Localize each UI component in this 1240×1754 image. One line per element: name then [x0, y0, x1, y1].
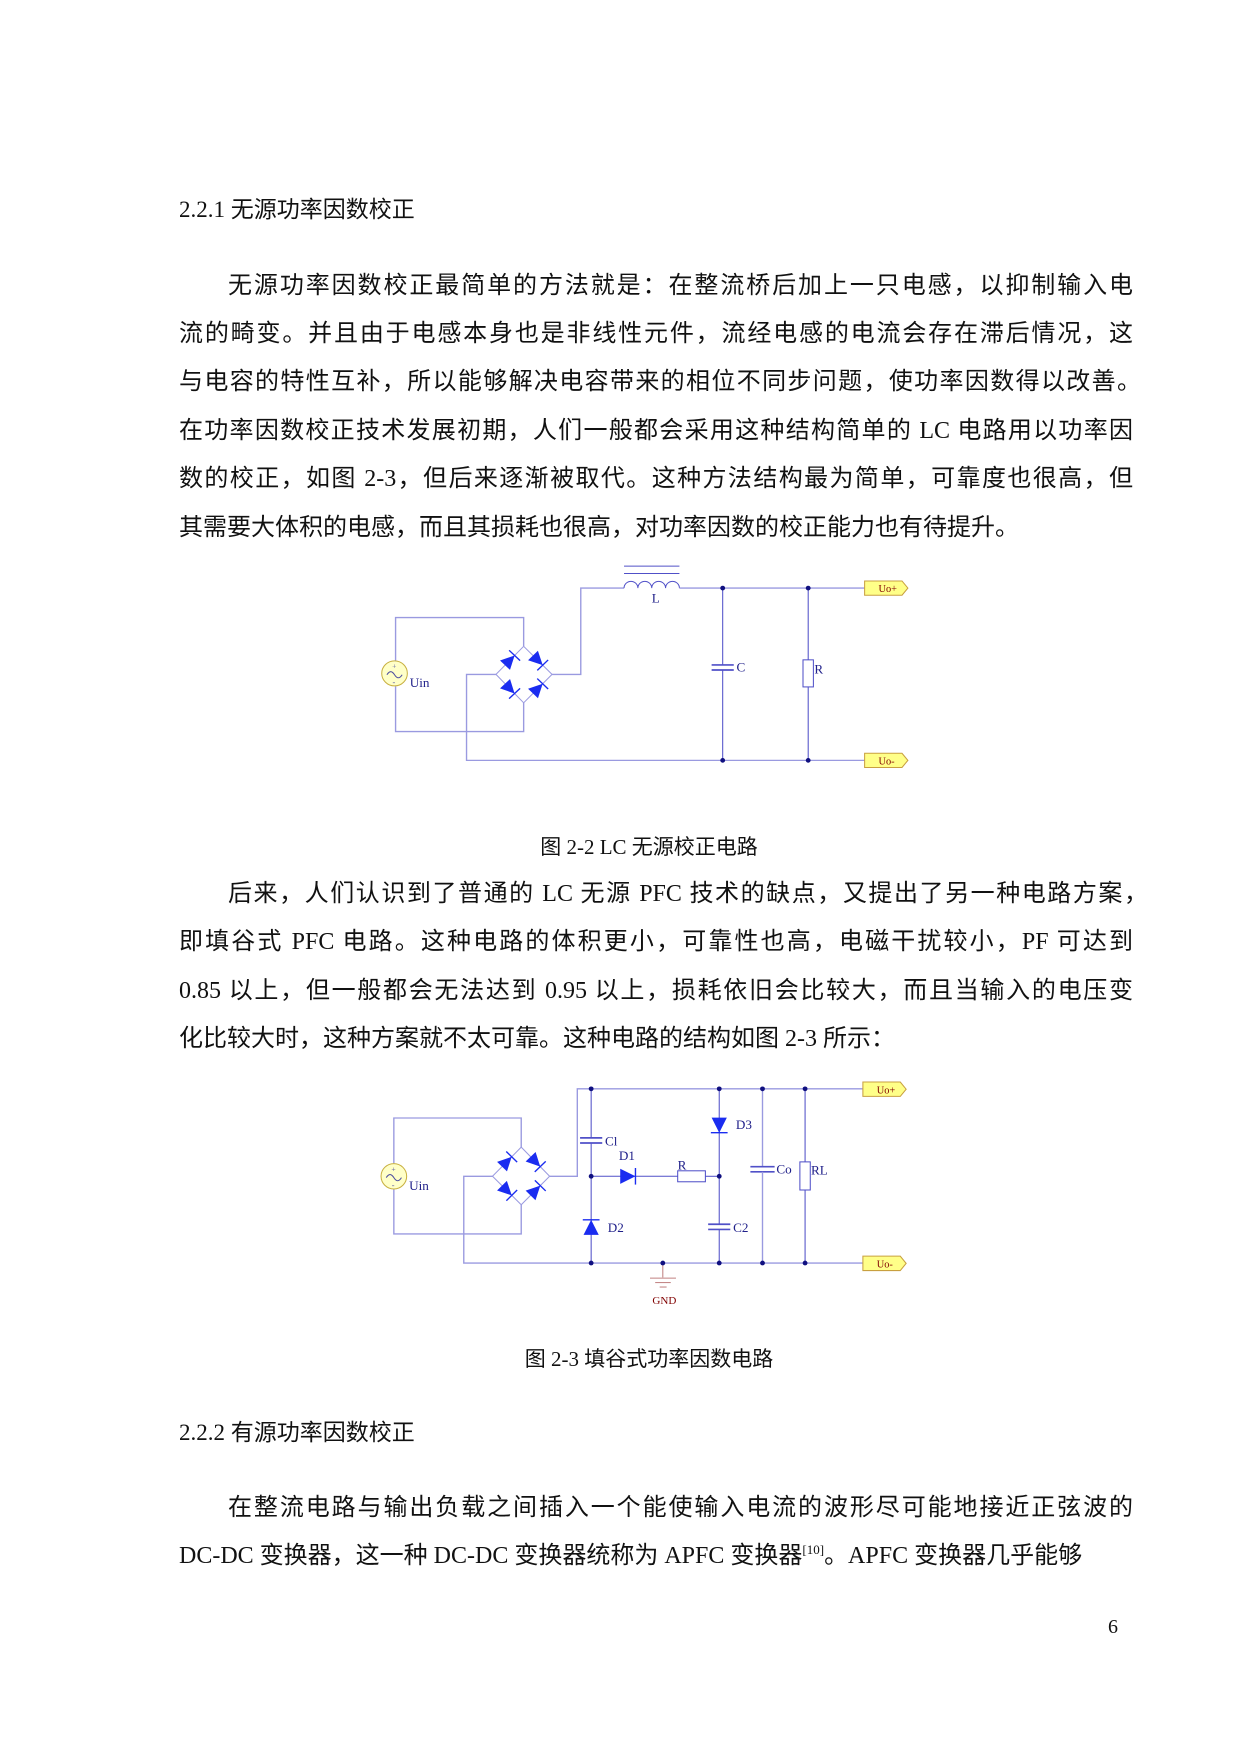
paragraph-line: 与电容的特性互补，所以能够解决电容带来的相位不同步问题，使功率因数得以改善。 [179, 369, 1141, 395]
junction-dot [802, 1260, 808, 1266]
inductor-icon [623, 580, 680, 589]
junction-dot [760, 1260, 765, 1266]
paragraph-line: 0.85 以上，但一般都会无法达到 0.95 以上，损耗依旧会比较大，而且当输入… [179, 978, 1133, 1004]
paragraph-line: 化比较大时，这种方案就不太可靠。这种电路的结构如图 2-3 所示： [179, 1026, 895, 1052]
page-number: 6 [1108, 1616, 1118, 1638]
wire [491, 1146, 551, 1206]
component-label: Co [776, 1162, 792, 1177]
junction-dot [805, 758, 811, 763]
paragraph-line: 数的校正，如图 2-3，但后来逐渐被取代。这种方法结构最为简单，可靠度也很高，但 [179, 466, 1133, 492]
component-label: D3 [736, 1117, 753, 1132]
junction-dot [720, 585, 726, 591]
paragraph-line: DC-DC 变换器，这一种 DC-DC 变换器统称为 APFC 变换器[10]。… [179, 1541, 1133, 1571]
wire [552, 587, 625, 676]
paragraph-line: 后来，人们认识到了普通的 LC 无源 PFC 技术的缺点，又提出了另一种电路方案… [228, 881, 1148, 907]
junction-dot [588, 1086, 594, 1092]
junction-dot [716, 1260, 722, 1266]
output-port-icon [864, 580, 909, 596]
component-label: Uo- [877, 1260, 894, 1271]
minus-sign: - [392, 1181, 395, 1190]
minus-sign: - [392, 678, 395, 687]
paragraph-line: 在功率因数校正技术发展初期，人们一般都会采用这种结构简单的 LC 电路用以功率因 [179, 418, 1133, 444]
junction-dot [716, 1173, 722, 1179]
section-heading-2-2-1: 2.2.1 无源功率因数校正 [179, 197, 415, 222]
figure-caption: 图 2-3 填谷式功率因数电路 [524, 1347, 774, 1371]
paragraph-line: 无源功率因数校正最简单的方法就是：在整流桥后加上一只电感，以抑制输入电 [228, 273, 1133, 299]
paragraph-line: 在整流电路与输出负载之间插入一个能使输入电流的波形尽可能地接近正弦波的 [228, 1495, 1133, 1521]
lc-passive-pfc-circuit-diagram: L C R + - Uin Uo+ Uo- [381, 565, 909, 768]
junction-dot [720, 758, 726, 763]
junction-dot [716, 1086, 722, 1092]
component-label: R [678, 1157, 687, 1172]
component-label: RL [811, 1163, 828, 1178]
output-port-icon [862, 1081, 907, 1097]
output-port-icon [862, 1255, 907, 1272]
resistor-icon [677, 1170, 706, 1183]
junction-dot [588, 1173, 594, 1179]
diode-icon [620, 1167, 637, 1185]
ac-source-icon [381, 660, 408, 687]
resistor-icon [802, 659, 814, 688]
component-label: Uo+ [878, 584, 897, 595]
sine-wave-icon [385, 1174, 402, 1182]
component-label: L [652, 590, 660, 605]
component-label: Cl [605, 1133, 618, 1148]
junction-dot [805, 585, 811, 591]
diode-icon [525, 1179, 547, 1201]
component-label: C2 [733, 1220, 748, 1235]
component-label: R [814, 662, 823, 677]
component-label: Uin [409, 1178, 429, 1193]
paragraph-line: 流的畸变。并且由于电感本身也是非线性元件，流经电感的电流会存在滞后情况，这 [179, 321, 1133, 347]
diode-icon [582, 1219, 600, 1235]
plus-sign: + [391, 1165, 395, 1174]
diode-icon [528, 650, 549, 671]
output-port-icon [864, 752, 909, 768]
wire [393, 1117, 522, 1164]
diode-icon [497, 1151, 518, 1172]
paragraph-text: 。APFC 变换器几乎能够 [824, 1543, 1083, 1569]
diode-icon [525, 1152, 547, 1173]
component-label: Uo- [878, 757, 895, 768]
diode-icon [710, 1117, 728, 1134]
wire [394, 686, 525, 733]
plus-sign: + [392, 662, 396, 671]
paragraph-text: DC-DC 变换器，这一种 DC-DC 变换器统称为 APFC 变换器 [179, 1543, 803, 1569]
citation[interactable]: [10] [802, 1542, 825, 1557]
component-label: D1 [619, 1148, 635, 1163]
figure-caption: 图 2-2 LC 无源校正电路 [540, 835, 758, 859]
resistor-icon [799, 1161, 811, 1191]
wire [394, 616, 525, 661]
component-label: Uin [410, 675, 430, 690]
wire [495, 645, 553, 704]
component-label: C [737, 660, 746, 675]
wire [465, 673, 865, 762]
component-label: Uo+ [877, 1085, 896, 1096]
component-label: D2 [608, 1220, 624, 1235]
sine-wave-icon [386, 671, 403, 679]
paragraph-line: 即填谷式 PFC 电路。这种电路的体积更小，可靠性也高，电磁干扰较小，PF 可达… [179, 929, 1133, 955]
junction-dot [802, 1086, 808, 1092]
ac-source-icon [380, 1163, 408, 1190]
junction-dot [760, 1086, 765, 1092]
wire [393, 1189, 522, 1235]
component-label: GND [652, 1295, 676, 1307]
diode-icon [500, 679, 521, 700]
diode-icon [528, 678, 549, 699]
section-heading-2-2-2: 2.2.2 有源功率因数校正 [179, 1420, 415, 1445]
paragraph-line: 其需要大体积的电感，而且其损耗也很高，对功率因数的校正能力也有待提升。 [179, 515, 1019, 541]
junction-dot [588, 1260, 594, 1266]
diode-icon [500, 649, 521, 670]
junction-dot [660, 1260, 666, 1266]
